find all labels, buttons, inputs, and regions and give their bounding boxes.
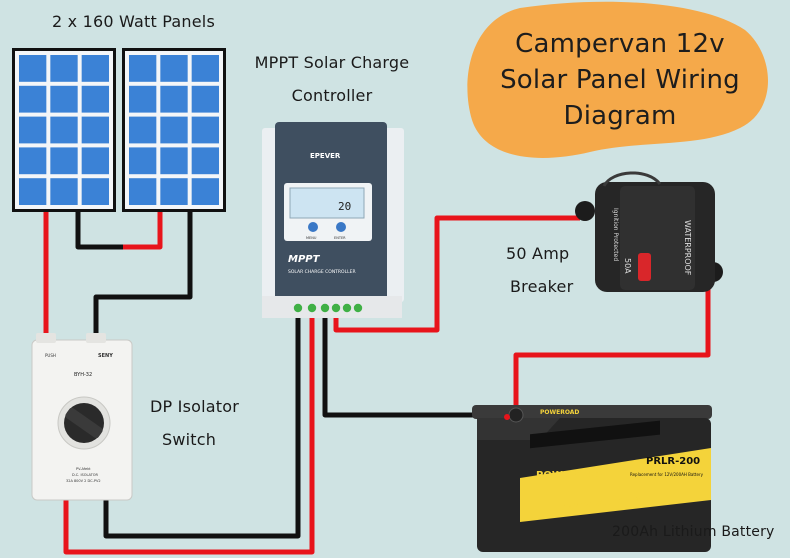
solar-cell	[129, 178, 157, 205]
solar-cell	[160, 55, 188, 82]
title-line3: Diagram	[563, 101, 677, 131]
isolator-spec-2: D.C. ISOLATOR	[72, 473, 99, 477]
wire-panel-link-negative	[75, 212, 123, 250]
controller-label: MPPT Solar Charge Controller	[252, 46, 412, 112]
breaker-rating-text: 50A	[623, 258, 632, 274]
solar-cell	[191, 55, 219, 82]
solar-cell	[81, 116, 109, 144]
wire-controller-to-battery-negative	[322, 315, 508, 418]
solar-cell	[81, 55, 109, 82]
breaker-label-line1: 50 Amp	[506, 244, 570, 263]
battery-terminal-positive	[508, 407, 524, 423]
solar-cell	[50, 147, 78, 175]
controller-btn2-label: ENTER	[334, 236, 346, 240]
solar-cell	[129, 85, 157, 113]
controller-terminals	[293, 303, 363, 313]
charge-controller: EPEVER 20 MENU ENTER MPPT SOLAR CHARGE C…	[262, 122, 404, 318]
battery-top-brand: POWEROAD	[540, 409, 579, 416]
solar-cell	[129, 147, 157, 175]
wire-panel-link-positive	[123, 212, 163, 250]
solar-cell	[19, 55, 47, 82]
controller-sub-label: SOLAR CHARGE CONTROLLER	[288, 269, 356, 275]
solar-cell	[129, 116, 157, 144]
title: Campervan 12v Solar Panel Wiring Diagram	[470, 26, 770, 134]
wire-panel-to-isolator-negative	[93, 212, 193, 345]
wire-isolator-to-controller-positive	[63, 315, 315, 555]
isolator-label: DP Isolator Switch	[150, 390, 239, 456]
solar-cell	[19, 116, 47, 144]
isolator-spec-1: PV-Afekt	[76, 467, 91, 471]
breaker-label: 50 Amp Breaker	[506, 237, 573, 303]
solar-cell	[191, 116, 219, 144]
solar-cell	[50, 116, 78, 144]
solar-cell	[160, 147, 188, 175]
controller-brand: EPEVER	[310, 152, 341, 160]
solar-cell	[19, 178, 47, 205]
battery-spec: Replacement for 12V/200AH Battery	[630, 472, 704, 477]
solar-cell	[191, 178, 219, 205]
title-line2: Solar Panel Wiring	[500, 65, 740, 95]
solar-cell	[160, 116, 188, 144]
breaker-reset-lever	[638, 253, 651, 281]
solar-cell	[50, 85, 78, 113]
title-blob	[467, 1, 769, 158]
solar-cell	[19, 85, 47, 113]
isolator-brand: SENY	[98, 353, 113, 359]
wire-controller-to-breaker-positive	[333, 215, 580, 333]
controller-menu-button	[308, 222, 318, 232]
battery: POWEROAD POWEROAD PRLR-200 Replacement f…	[472, 405, 712, 552]
controller-enter-button	[336, 222, 346, 232]
isolator-label-line1: DP Isolator	[150, 397, 239, 416]
isolator-push-label: PUSH	[45, 353, 56, 358]
controller-label-line1: MPPT Solar Charge	[254, 53, 410, 72]
breaker-label-line2: Breaker	[510, 277, 574, 296]
controller-btn1-label: MENU	[306, 236, 317, 240]
solar-cell	[191, 85, 219, 113]
controller-mppt-label: MPPT	[288, 254, 321, 265]
solar-cell	[160, 85, 188, 113]
solar-cell	[50, 55, 78, 82]
wires	[43, 212, 711, 555]
solar-cell	[160, 178, 188, 205]
solar-cell	[81, 147, 109, 175]
solar-panel-2	[122, 48, 226, 212]
panels-label: 2 x 160 Watt Panels	[52, 12, 215, 31]
solar-cell	[50, 178, 78, 205]
battery-label: 200Ah Lithium Battery	[612, 524, 775, 540]
controller-label-line2: Controller	[291, 86, 373, 105]
solar-cell	[81, 178, 109, 205]
battery-terminal-negative	[504, 414, 510, 420]
breaker-ignition-text: Ignition Protected	[612, 208, 619, 261]
wire-breaker-to-battery-positive	[513, 272, 711, 415]
battery-brand: POWEROAD	[536, 470, 602, 481]
isolator-model: BYH-32	[74, 372, 92, 378]
circuit-breaker: Ignition Protected 50A WATERPROOF	[575, 171, 723, 292]
controller-lcd-value: 20	[338, 200, 351, 213]
solar-panel-1	[12, 48, 116, 212]
solar-panels	[12, 48, 226, 212]
isolator-label-line2: Switch	[162, 430, 217, 449]
breaker-waterproof-text: WATERPROOF	[683, 220, 692, 276]
isolator-spec-3: 32A 800V 2 DC-PV2	[66, 479, 101, 483]
title-line1: Campervan 12v	[515, 29, 725, 59]
isolator-switch: PUSH SENY BYH-32 PV-Afekt D.C. ISOLATOR …	[31, 333, 133, 501]
solar-cell	[191, 147, 219, 175]
solar-cell	[19, 147, 47, 175]
battery-model: PRLR-200	[646, 456, 700, 467]
wire-isolator-to-controller-negative	[103, 315, 301, 539]
solar-cell	[129, 55, 157, 82]
solar-cell	[81, 85, 109, 113]
